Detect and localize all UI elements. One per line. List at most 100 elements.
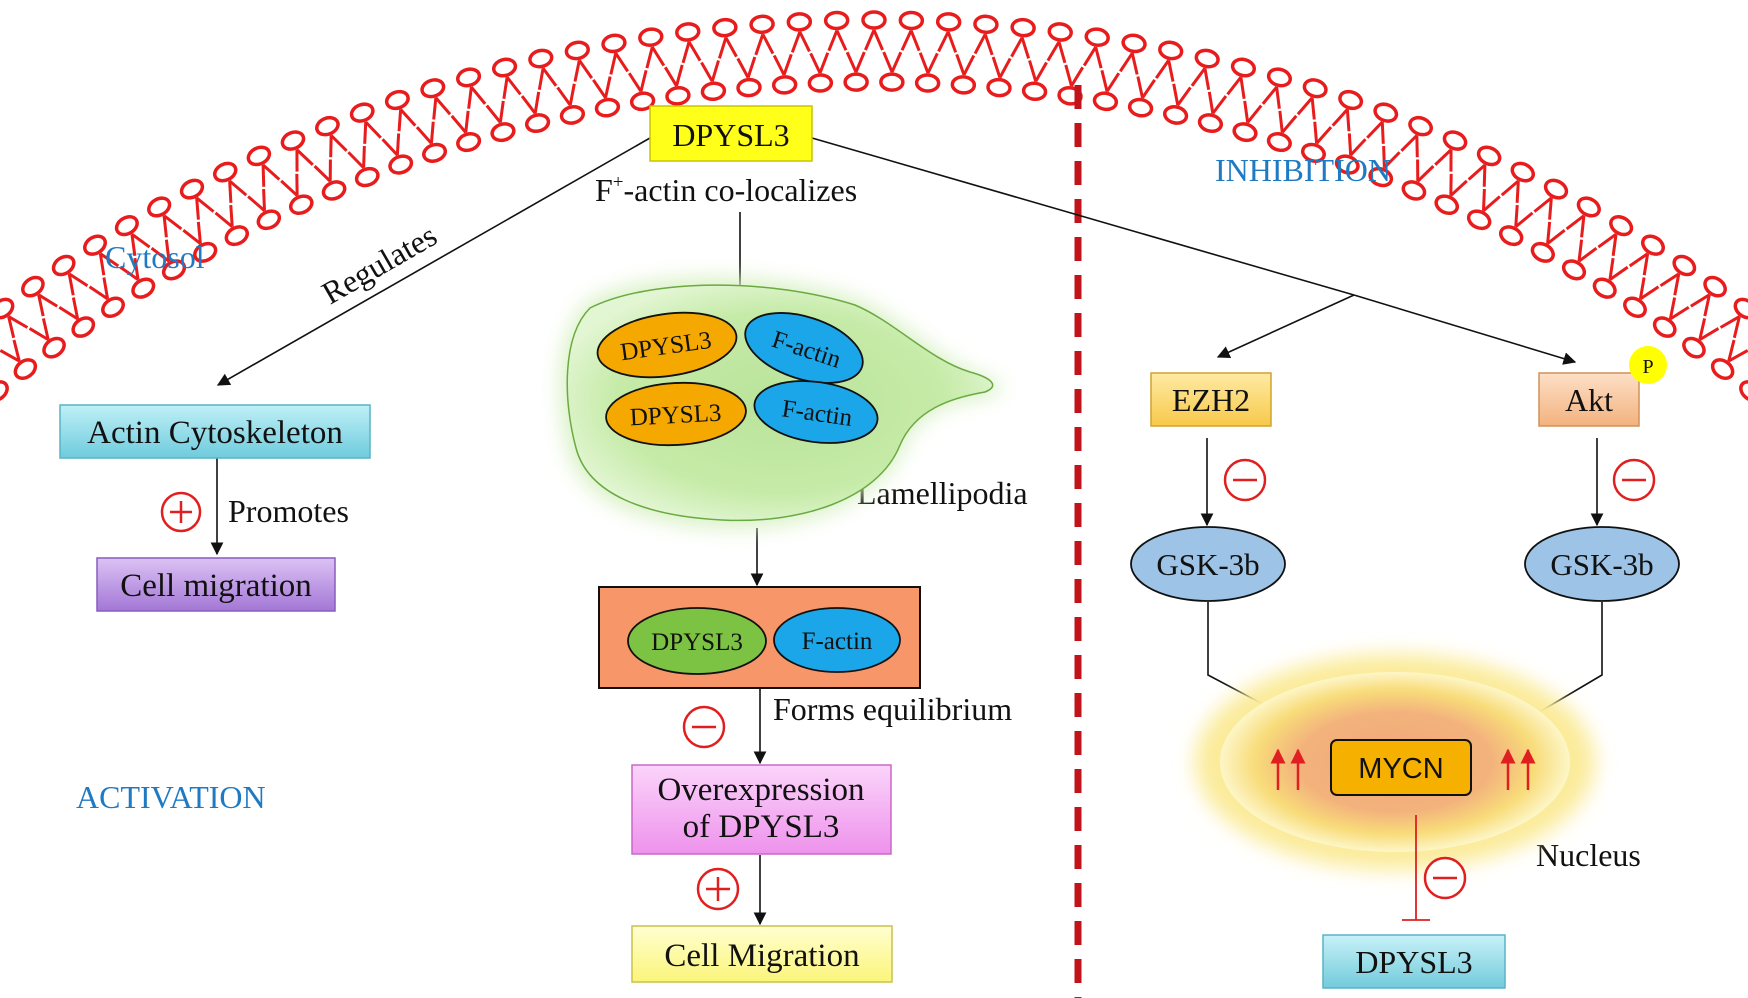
lipid-tail [1673, 273, 1681, 296]
lipid-tail [502, 76, 509, 99]
lipid-head-inner [42, 336, 66, 359]
lipid-tail [1028, 60, 1038, 82]
lipid-tail [12, 339, 21, 362]
lipid-tail [1642, 253, 1650, 276]
lipid-head-inner [879, 72, 905, 92]
lipid-tail [627, 72, 643, 93]
lipid-tail [1628, 252, 1649, 268]
lipid-tail [663, 66, 678, 87]
lipid-tail [710, 60, 720, 82]
lipid-head-inner [1162, 105, 1189, 125]
mycn-label: MYCN [1358, 753, 1443, 785]
lipid-tail [1416, 165, 1435, 183]
lipid-tail [71, 297, 80, 320]
lipid-tail [798, 31, 811, 53]
lipid-tail [1119, 52, 1134, 73]
lipid-head-outer [21, 275, 45, 298]
dpysl3-top-node: DPYSL3 [649, 105, 813, 162]
lipid-head-outer [973, 14, 999, 35]
activation-label: ACTIVATION [76, 779, 266, 815]
minus-sign-akt [1612, 458, 1656, 502]
lipid-head-outer [456, 67, 482, 88]
lipid-tail [1565, 214, 1585, 231]
lipid-tail [1057, 41, 1067, 64]
lipid-tail [1331, 108, 1349, 127]
inhibition-mycn-to-dpysl3 [1402, 815, 1430, 921]
lipid-tail [1246, 104, 1263, 124]
lipid-head-inner [161, 259, 187, 281]
lipid-head-inner [321, 180, 347, 201]
lipid-tail [88, 285, 109, 301]
lipid-head-inner [131, 277, 156, 299]
lipid-head-inner [1368, 166, 1394, 188]
lipid-tail [41, 318, 50, 340]
lipid-tail [900, 29, 913, 51]
inhibition-label: INHIBITION [1215, 152, 1391, 188]
lipid-head-inner [1434, 194, 1460, 216]
gsk3b-right-node: GSK-3b [1524, 526, 1680, 602]
lipid-head-outer [349, 102, 375, 123]
lipid-tail [429, 121, 435, 144]
lipid-tail [1546, 221, 1552, 244]
lipid-tail [1578, 247, 1598, 263]
lipid-head-inner [629, 91, 656, 112]
phospho-badge: P [1629, 346, 1667, 384]
lipid-tail [1296, 96, 1314, 116]
lipid-tail [37, 293, 58, 308]
lipid-tail [1380, 121, 1385, 144]
phospho-label: P [1642, 356, 1653, 378]
lipid-tail [556, 86, 572, 107]
lipid-head-outer [246, 145, 272, 167]
lipid-head-inner [807, 73, 834, 93]
lipid-tail [604, 76, 612, 99]
lipid-tail [195, 197, 200, 220]
minus-sign-ezh2 [1223, 458, 1267, 502]
cell-membrane [0, 10, 1748, 403]
lipid-head-outer [491, 57, 518, 78]
lipid-tail [1515, 180, 1520, 203]
lipid-tail [397, 109, 403, 132]
lipid-tail [1659, 272, 1680, 287]
lipid-tail [1010, 36, 1024, 58]
lipid-tail [991, 56, 1002, 79]
lipid-head-inner [843, 72, 869, 92]
ezh2-node: EZH2 [1150, 372, 1272, 427]
lamelli-dpysl3-b-node: DPYSL3 [605, 381, 747, 447]
lipid-tail [450, 114, 467, 134]
lipid-tail [1278, 110, 1284, 133]
lipid-tail [150, 247, 170, 263]
lipid-tail [1698, 318, 1707, 340]
lipid-head-inner [1498, 225, 1524, 247]
plus-sign-actin [160, 491, 202, 533]
lipid-tail [890, 51, 903, 73]
lipid-tail [313, 165, 332, 183]
lipid-tail [1434, 148, 1453, 166]
lipid-tail [280, 179, 299, 197]
minus-sign-mycn [1423, 856, 1467, 900]
lipid-tail [864, 29, 876, 51]
lipid-tail [1261, 86, 1278, 105]
lipid-tail [1082, 46, 1097, 67]
akt-node: Akt [1538, 372, 1640, 427]
lipid-tail [1243, 100, 1250, 123]
lipid-head-outer [1194, 48, 1220, 69]
lipid-head-outer [564, 40, 590, 61]
lipid-head-inner [1561, 259, 1587, 281]
lipid-head-outer [1047, 22, 1073, 42]
lipid-head-inner [193, 241, 218, 263]
lipid-tail [467, 86, 473, 109]
lipid-tail [1315, 126, 1333, 145]
lipid-tail [520, 95, 537, 115]
lipid-tail [1500, 179, 1520, 197]
lipid-tail [568, 83, 576, 106]
lipid-head-inner [771, 75, 798, 95]
lipid-tail [247, 195, 266, 212]
lipid-tail [1070, 66, 1085, 87]
lipid-tail [505, 76, 522, 96]
lipid-head-outer [1121, 33, 1147, 54]
lipid-tail [827, 29, 839, 52]
lipid-tail [133, 257, 140, 280]
cell-migration-left-node: Cell migration [96, 557, 336, 612]
lipid-tail [1313, 121, 1319, 144]
